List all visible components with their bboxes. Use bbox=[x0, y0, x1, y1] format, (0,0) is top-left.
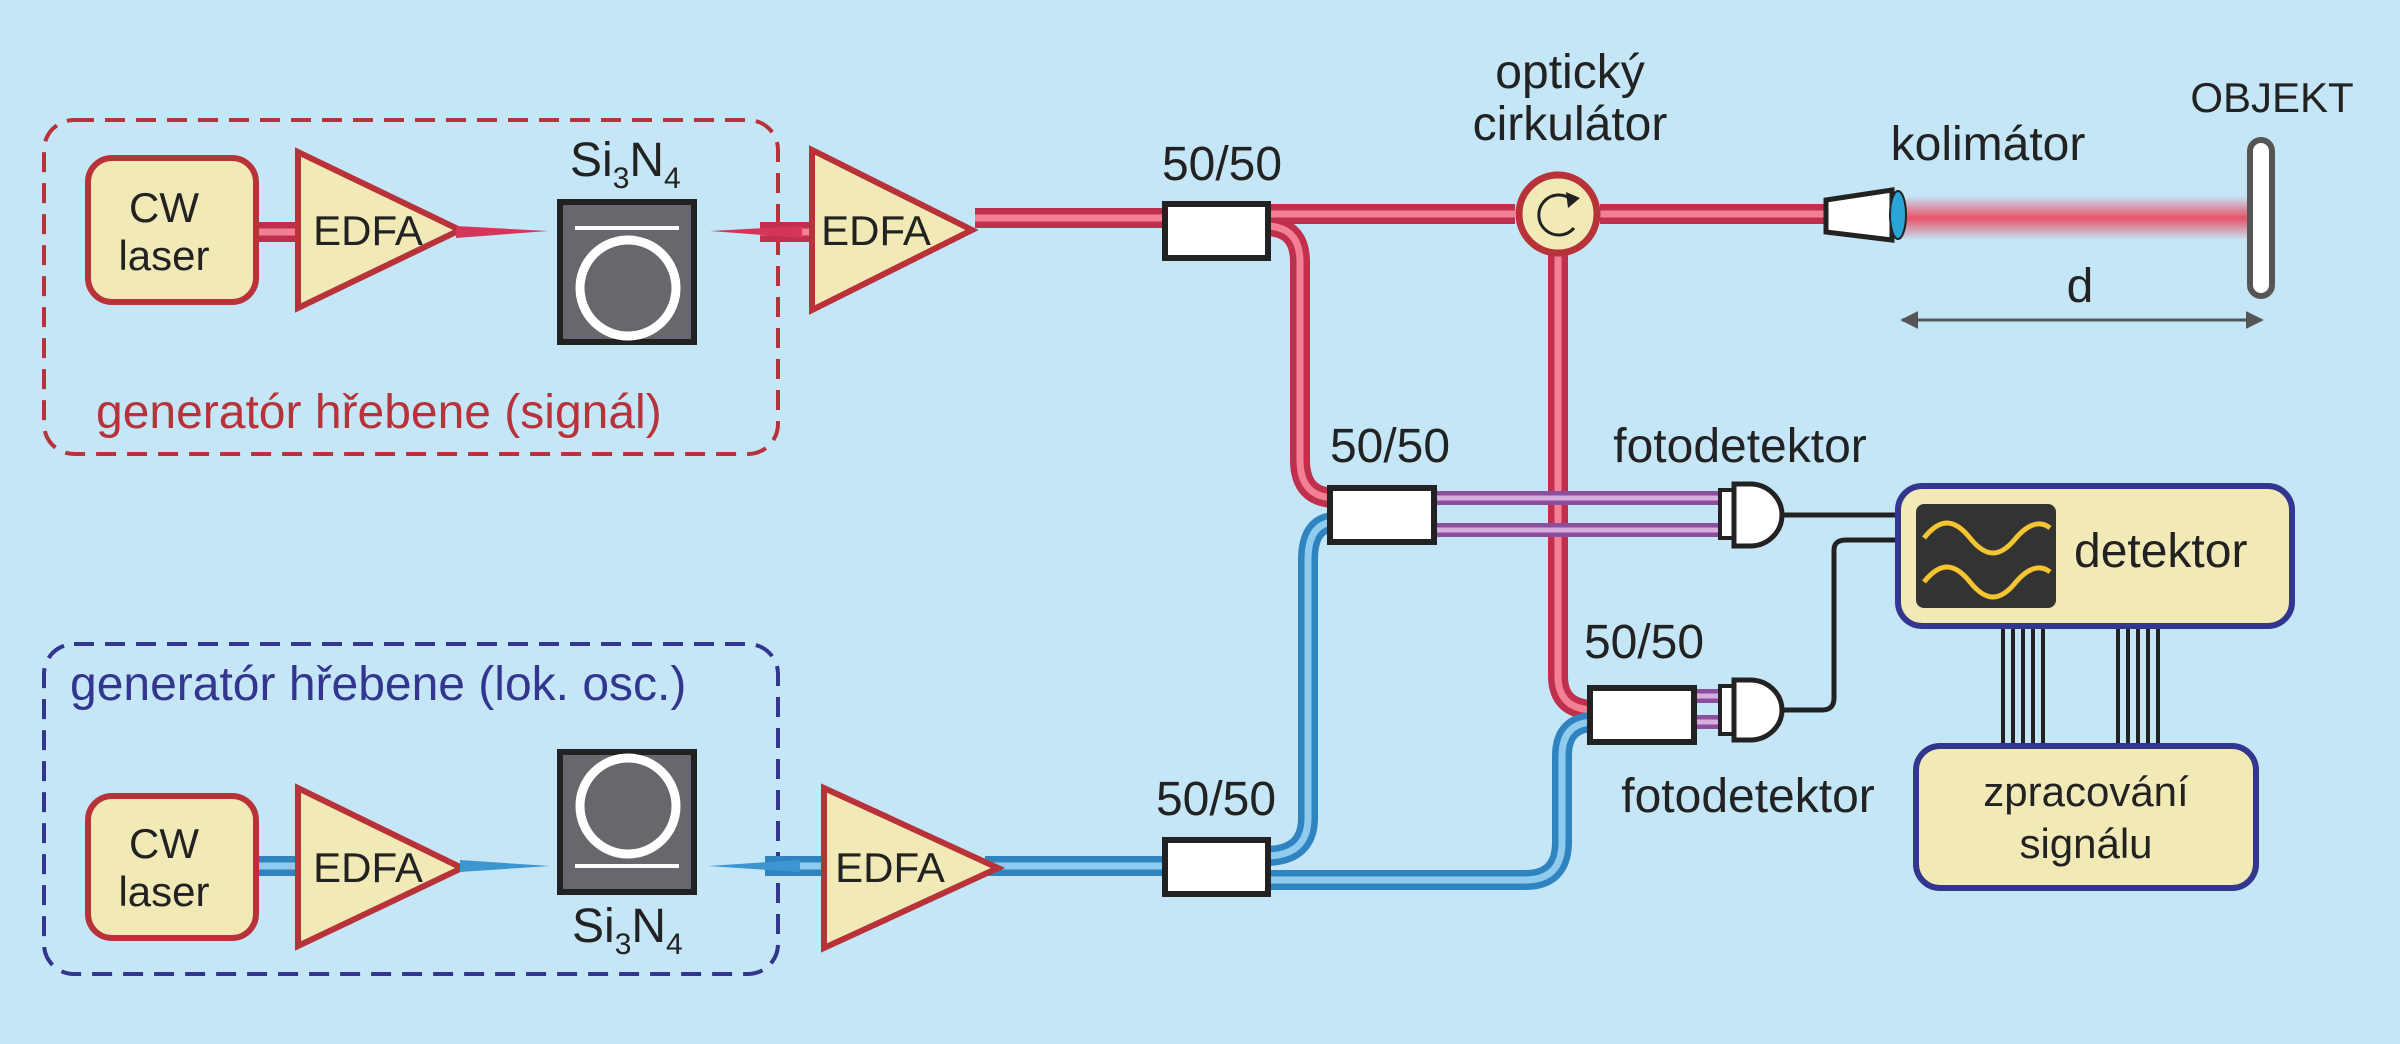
signal-generator-box bbox=[42, 118, 780, 456]
wave-icon bbox=[1922, 564, 2052, 600]
coupler-top bbox=[1162, 201, 1271, 261]
lo-si3n4-chip bbox=[557, 749, 697, 895]
optical-circulator bbox=[1515, 171, 1601, 257]
lo-taper-in bbox=[460, 860, 550, 872]
coupler-middle bbox=[1327, 485, 1437, 545]
processing-label-line1: zpracování bbox=[1983, 768, 2189, 815]
lo-chip-label: Si3N4 bbox=[572, 900, 683, 961]
detector-box: detektor bbox=[1895, 483, 2295, 629]
coupler-middle-label: 50/50 bbox=[1330, 420, 1450, 473]
photodetector-bottom-label: fotodetektor bbox=[1621, 770, 1875, 823]
lo-generator-box bbox=[42, 642, 780, 976]
lo-edfa-2-label: EDFA bbox=[835, 844, 945, 891]
electrical-wires bbox=[1782, 512, 1898, 713]
signal-si3n4-chip bbox=[557, 199, 697, 345]
signal-cw-laser: CW laser bbox=[85, 155, 259, 305]
collimator bbox=[1823, 187, 1907, 243]
data-bus bbox=[2001, 626, 2160, 746]
signal-generator-label: generatór hřebene (signál) bbox=[96, 386, 662, 439]
lo-edfa-1: EDFA bbox=[295, 783, 469, 951]
coupler-right bbox=[1587, 685, 1697, 745]
distance-label: d bbox=[2067, 260, 2094, 313]
object-target bbox=[2247, 137, 2275, 299]
coupler-bottom-label: 50/50 bbox=[1156, 773, 1276, 826]
photodetector-top-label: fotodetektor bbox=[1613, 420, 1867, 473]
processing-label-line2: signálu bbox=[2019, 820, 2152, 867]
lo-edfa-2: EDFA bbox=[821, 783, 1006, 953]
lo-generator-label: generatór hřebene (lok. osc.) bbox=[70, 658, 686, 711]
detector-label: detektor bbox=[2074, 525, 2247, 578]
lo-edfa-1-label: EDFA bbox=[313, 844, 423, 891]
circulator-arrow-icon bbox=[1566, 192, 1580, 208]
signal-laser-line2: laser bbox=[118, 232, 209, 279]
lo-cw-laser: CW laser bbox=[85, 793, 259, 941]
lo-taper-out bbox=[708, 860, 800, 872]
collimator-lens-icon bbox=[1889, 190, 1907, 240]
signal-processing-box: zpracování signálu bbox=[1913, 743, 2259, 891]
lo-fiber bbox=[255, 512, 1596, 890]
oscilloscope-screen bbox=[1916, 504, 2056, 608]
wave-icon bbox=[1922, 520, 2052, 556]
signal-edfa-1: EDFA bbox=[295, 147, 467, 313]
signal-laser-line1: CW bbox=[129, 184, 199, 231]
circulator-label-line1: optický bbox=[1495, 46, 1644, 99]
coupler-bottom bbox=[1162, 837, 1271, 897]
signal-edfa-2: EDFA bbox=[809, 145, 979, 315]
signal-taper-out bbox=[710, 226, 802, 238]
circulator-label-line2: cirkulátor bbox=[1473, 98, 1668, 151]
coupler-right-label: 50/50 bbox=[1584, 616, 1704, 669]
collimator-label: kolimátor bbox=[1891, 118, 2086, 171]
signal-edfa-1-label: EDFA bbox=[313, 207, 423, 254]
free-space-beam bbox=[1900, 196, 2250, 240]
signal-taper-in bbox=[456, 226, 548, 238]
lo-laser-line1: CW bbox=[129, 820, 199, 867]
signal-chip-label: Si3N4 bbox=[570, 134, 681, 195]
signal-edfa-2-label: EDFA bbox=[821, 207, 931, 254]
photodetector-top bbox=[1718, 481, 1785, 549]
lo-laser-line2: laser bbox=[118, 868, 209, 915]
coupler-top-label: 50/50 bbox=[1162, 138, 1282, 191]
object-label: OBJEKT bbox=[2190, 74, 2353, 121]
photodetector-bottom bbox=[1718, 677, 1785, 743]
